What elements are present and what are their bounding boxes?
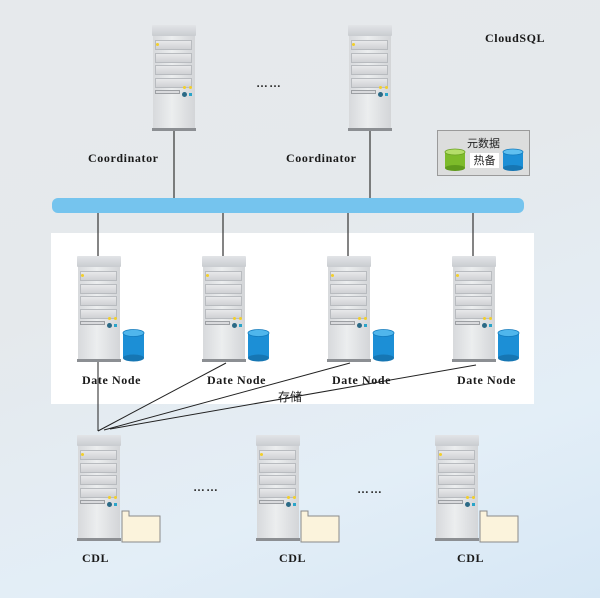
cloudsql-title: CloudSQL xyxy=(485,31,546,45)
data-node-server-1 xyxy=(77,256,121,362)
data-node-server-4 xyxy=(452,256,496,362)
coordinator-server-2 xyxy=(348,25,392,131)
cdl-label-2: CDL xyxy=(279,551,307,565)
cdl-ellipsis-1: …… xyxy=(193,480,219,494)
legend-title: 元数据 xyxy=(467,137,500,150)
cdl-server-3 xyxy=(435,435,479,541)
data-node-server-3 xyxy=(327,256,371,362)
database-icon xyxy=(497,329,520,362)
storage-line-4 xyxy=(109,364,477,430)
data-node-server-2 xyxy=(202,256,246,362)
metadata-legend: 元数据 热备 xyxy=(437,130,530,176)
cdl-server-1 xyxy=(77,435,121,541)
folder-icon xyxy=(121,510,161,543)
storage-line-2 xyxy=(97,362,227,432)
storage-label: 存储 xyxy=(278,390,303,404)
cdl-server-2 xyxy=(256,435,300,541)
data-node-label-4: Date Node xyxy=(457,373,517,387)
cdl-label-3: CDL xyxy=(457,551,485,565)
coordinator-server-1 xyxy=(152,25,196,131)
coordinator-label-1: Coordinator xyxy=(88,151,159,165)
data-node-label-1: Date Node xyxy=(82,373,142,387)
data-node-label-3: Date Node xyxy=(332,373,392,387)
network-bus xyxy=(52,198,524,213)
cdl-label-1: CDL xyxy=(82,551,110,565)
coordinator-ellipsis: …… xyxy=(256,76,282,90)
standby-db-icon xyxy=(502,148,524,171)
primary-db-icon xyxy=(444,148,466,171)
database-icon xyxy=(122,329,145,362)
data-node-label-2: Date Node xyxy=(207,373,267,387)
folder-icon xyxy=(479,510,519,543)
hot-standby-label: 热备 xyxy=(470,153,499,168)
database-icon xyxy=(372,329,395,362)
cdl-ellipsis-2: …… xyxy=(357,482,383,496)
database-icon xyxy=(247,329,270,362)
coordinator-label-2: Coordinator xyxy=(286,151,357,165)
folder-icon xyxy=(300,510,340,543)
storage-line-3 xyxy=(103,362,351,431)
